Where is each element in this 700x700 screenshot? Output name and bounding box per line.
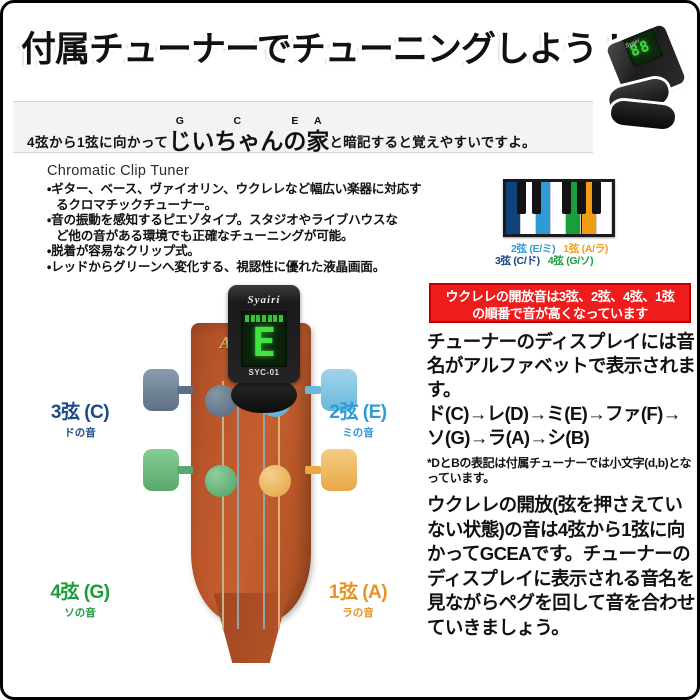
piano-labels-row-lower: 3弦 (C/ド) 4弦 (G/ソ) [495, 251, 695, 269]
label-string-4: 4弦 (G) ソの音 [15, 577, 145, 620]
label-string-3: 3弦 (C) ドの音 [15, 397, 145, 440]
mnemonic-base-0: じ [168, 128, 192, 154]
mnemonic-base-4: の [283, 128, 307, 154]
piano-label-3弦 (C/ド): 3弦 (C/ド) [495, 255, 540, 267]
feature-items: ・ギター、ベース、ヴァイオリン、ウクレレなど幅広い楽器に対応するクロマチックチュ… [47, 182, 437, 275]
peg-button-4 [143, 449, 179, 491]
piano-black-key-1 [531, 182, 541, 214]
piano-black-key-3 [561, 182, 571, 214]
mounted-tuner-model: SYC-01 [248, 368, 280, 377]
peg-stem-2 [305, 386, 321, 394]
mnemonic-base-3: ん [260, 128, 284, 154]
mounted-tuner-logo: Syairi [247, 294, 281, 306]
mnemonic-suffix: と暗記すると覚えやすいですよ。 [329, 135, 536, 150]
piano-black-key-5 [592, 182, 602, 214]
label-string-1-reading: ラの音 [342, 607, 374, 619]
mnemonic-char-3: ん [260, 116, 283, 153]
mnemonic-ruby-2: C [233, 115, 242, 127]
header: 付属チューナーでチューニングしよう！ [3, 3, 697, 99]
string-line-3 [237, 381, 239, 629]
peg-stem-3 [177, 386, 193, 394]
mnemonic-ruby-5: A [314, 115, 322, 127]
display-explanation-paragraph: チューナーのディスプレイには音名がアルファベットで表示されます。 [427, 331, 696, 400]
feature-item-1-line2: ど他の音がある環境でも正確なチューニングが可能。 [56, 228, 354, 243]
mnemonic-base-5: 家 [306, 128, 330, 154]
peg-button-1 [321, 449, 357, 491]
note-scale-paragraph: ド(C)→レ(D)→ミ(E)→ファ(F)→ソ(G)→ラ(A)→シ(B) [427, 403, 681, 448]
peg-button-3 [143, 369, 179, 411]
label-string-2-reading: ミの音 [342, 427, 374, 439]
red-banner-line1: ウクレレの開放音は3弦、2弦、4弦、1弦 [445, 289, 675, 304]
lowercase-note: *DとBの表記は付属チューナーでは小文字(d,b)となっています。 [427, 456, 692, 485]
peg-button-2 [321, 369, 357, 411]
piano-black-key-4 [577, 182, 586, 214]
mnemonic-base-1: い [191, 128, 215, 154]
feature-heading: Chromatic Clip Tuner [47, 163, 190, 179]
feature-item-0-line1: ・ギター、ベース、ヴァイオリン、ウクレレなど幅広い楽器に対応す [47, 182, 422, 196]
feature-item-3: ・レッドからグリーンへ変化する、視認性に優れた液晶画面。 [47, 260, 437, 276]
mounted-tuner-note: E [251, 320, 277, 366]
feature-list: Chromatic Clip Tuner ・ギター、ベース、ヴァイオリン、ウクレ… [47, 163, 437, 275]
piano-labels-row-upper: 2弦 (E/ミ) 1弦 (A/ラ) [511, 239, 700, 257]
tuner-clip-shape [606, 76, 677, 137]
label-string-3-reading: ドの音 [64, 427, 96, 439]
piano-keys [503, 179, 615, 237]
label-string-2-name: 2弦 (E) [329, 402, 387, 423]
feature-item-2: ・脱着が容易なクリップ式。 [47, 244, 437, 260]
label-string-4-name: 4弦 (G) [50, 582, 110, 603]
piano-label-1弦 (A/ラ): 1弦 (A/ラ) [563, 243, 609, 255]
piano-label-4弦 (G/ソ): 4弦 (G/ソ) [547, 255, 594, 267]
mounted-tuner-screen: E [241, 311, 287, 367]
tuner-meter-bar [245, 315, 283, 322]
peg-disc-4 [205, 465, 237, 497]
label-string-2: 2弦 (E) ミの音 [293, 397, 423, 440]
piano-label-2弦 (E/ミ): 2弦 (E/ミ) [511, 243, 556, 255]
label-string-1: 1弦 (A) ラの音 [293, 577, 423, 620]
mnemonic-ruby-0: G [175, 115, 184, 127]
clip-lower-jaw [609, 99, 677, 131]
red-banner-line2: の順番で音が高くなっています [472, 306, 648, 321]
string-line-2 [263, 381, 265, 629]
red-banner: ウクレレの開放音は3弦、2弦、4弦、1弦 の順番で音が高くなっています [429, 283, 691, 323]
piano-black-key-0 [516, 182, 526, 214]
peg-stem-4 [177, 466, 193, 474]
mnemonic-ruby-4: E [291, 115, 299, 127]
mnemonic-char-1: い [191, 116, 214, 153]
label-string-1-name: 1弦 (A) [328, 582, 388, 603]
feature-item-0: ・ギター、ベース、ヴァイオリン、ウクレレなど幅広い楽器に対応するクロマチックチュ… [47, 182, 437, 213]
feature-item-0-line2: るクロマチックチューナー。 [56, 197, 217, 212]
clip-tuner-photo: 88 Syairi [601, 17, 693, 149]
mounted-tuner-clip [231, 377, 297, 413]
feature-item-1: ・音の振動を感知するピエゾタイプ。スタジオやライブハウスなど他の音がある環境でも… [47, 213, 437, 244]
piano-keyboard-diagram: 2弦 (E/ミ) 1弦 (A/ラ) 3弦 (C/ド) 4弦 (G/ソ) [495, 179, 695, 279]
ukulele-headstock-illustration: AJANA Syairi E [50, 285, 423, 685]
peg-stem-1 [305, 466, 321, 474]
mnemonic-prefix: 4弦から1弦に向かって [27, 135, 169, 150]
feature-item-2-line1: ・脱着が容易なクリップ式。 [47, 244, 200, 258]
page-title: 付属チューナーでチューニングしよう！ [21, 30, 632, 69]
peg-disc-1 [259, 465, 291, 497]
right-text-column: チューナーのディスプレイには音名がアルファベットで表示されます。 ド(C)→レ(… [427, 330, 697, 640]
string-line-4 [222, 381, 224, 629]
label-string-3-name: 3弦 (C) [50, 402, 110, 423]
mounted-tuner: Syairi E SYC-01 [228, 285, 300, 383]
feature-item-3-line1: ・レッドからグリーンへ変化する、視認性に優れた液晶画面。 [47, 259, 386, 274]
string-line-1 [278, 381, 280, 629]
label-string-4-reading: ソの音 [64, 607, 96, 619]
mnemonic-base-2: ちゃ [214, 128, 261, 154]
open-string-paragraph: ウクレレの開放(弦を押さえていない状態)の音は4弦から1弦に向かってGCEAです… [427, 494, 696, 638]
feature-item-1-line1: ・音の振動を感知するピエゾタイプ。スタジオやライブハウスな [47, 213, 398, 227]
